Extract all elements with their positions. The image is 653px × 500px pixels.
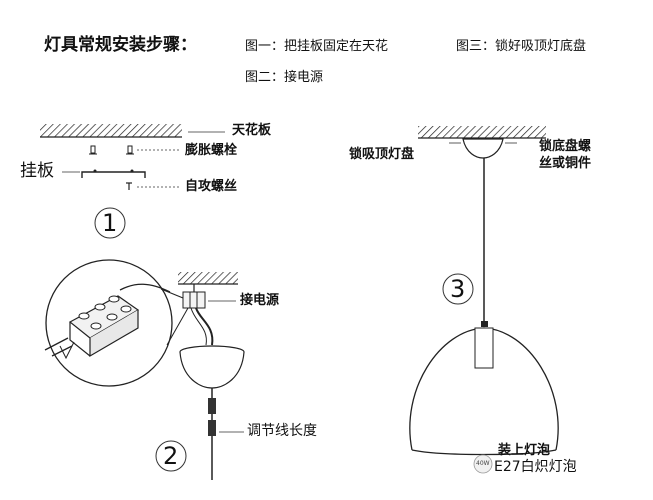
dome-shade-icon <box>409 327 559 456</box>
canopy-bowl-icon <box>179 345 245 389</box>
figure-2-drawing <box>44 259 245 480</box>
figure-3-number: 3 <box>450 275 466 303</box>
label-self-tapping-screw: 自攻螺丝 <box>185 179 238 194</box>
label-expansion-bolt: 膨胀螺栓 <box>185 143 238 158</box>
cord-clamp-icon <box>208 398 216 436</box>
ceiling-connector-icon <box>182 284 206 309</box>
step-3-caption: 图三：锁好吸顶灯底盘 <box>456 39 587 54</box>
label-connect-power: 接电源 <box>240 293 280 308</box>
ceiling-hatch-2 <box>178 272 238 284</box>
label-ceiling: 天花板 <box>232 123 272 138</box>
figure-1-number: 1 <box>102 209 118 237</box>
figure-2-number: 2 <box>163 442 179 470</box>
bulb-icon <box>473 454 493 474</box>
figure-3-drawing <box>409 126 559 474</box>
label-adjust-length: 调节线长度 <box>247 423 317 439</box>
ceiling-hatch <box>40 124 182 137</box>
label-bulb-wattage: 40W <box>476 460 490 467</box>
label-lock-canopy: 锁吸顶灯盘 <box>349 147 415 162</box>
label-install-bulb: 装上灯泡 <box>498 443 551 458</box>
mount-plate-icon <box>81 169 146 178</box>
page-title: 灯具常规安装步骤： <box>44 35 197 55</box>
figure-3-number-circle <box>442 273 474 305</box>
label-lock-screw-line2: 丝或铜件 <box>539 156 592 171</box>
self-tapping-screw-icon <box>126 182 132 190</box>
label-bulb-type: E27白炽灯泡 <box>494 459 577 475</box>
label-lock-screw-line1: 锁底盘螺 <box>539 139 592 154</box>
ceiling-hatch-3 <box>418 126 546 138</box>
expansion-bolt-icon <box>89 145 134 155</box>
figure-1-number-circle <box>94 207 126 239</box>
label-mount-plate: 挂板 <box>20 161 54 181</box>
figure-2-number-circle <box>155 440 187 472</box>
figure-1-drawing <box>40 124 225 239</box>
step-1-caption: 图一：把挂板固定在天花 <box>245 39 389 54</box>
step-2-caption: 图二：接电源 <box>245 70 324 85</box>
terminal-block-magnifier <box>44 259 189 387</box>
